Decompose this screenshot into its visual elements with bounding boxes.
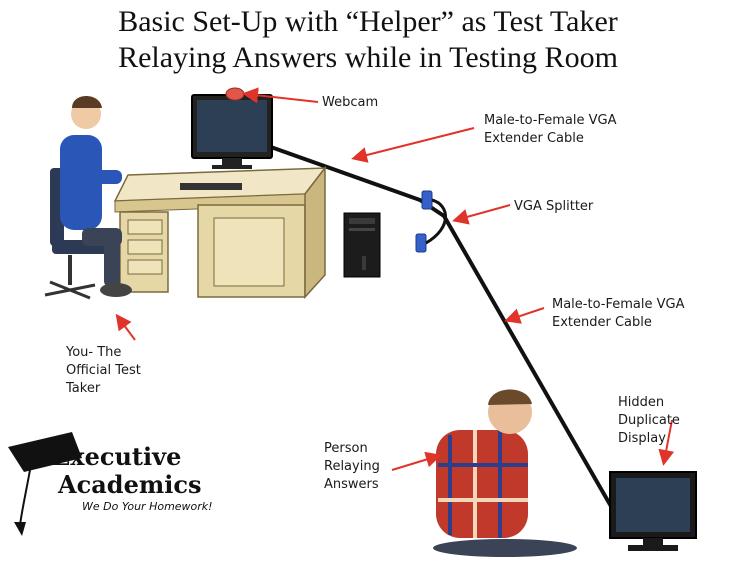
title-line-2: Relaying Answers while in Testing Room (118, 41, 618, 74)
graduation-cap-icon (8, 432, 82, 536)
arrow-splitter (452, 204, 511, 225)
arrow-cable-top (351, 127, 475, 163)
label-cable-bottom-1: Male-to-Female VGA (552, 297, 685, 312)
label-taker-3: Taker (66, 381, 101, 396)
computer-tower (343, 212, 381, 278)
vga-splitter (415, 190, 447, 253)
monitor (191, 87, 273, 169)
arrow-webcam (242, 87, 319, 104)
hidden-display (609, 471, 697, 551)
label-display-1: Hidden (618, 395, 665, 410)
arrow-helper (391, 451, 442, 471)
test-taker-figure (44, 96, 132, 300)
logo-line-2: Academics (58, 470, 202, 499)
label-taker-1: You- The (66, 345, 122, 360)
label-person-1: Person (324, 441, 368, 456)
label-display-2: Duplicate (618, 413, 680, 428)
label-cable-top-1: Male-to-Female VGA (484, 113, 617, 128)
label-cable-top-2: Extender Cable (484, 131, 584, 146)
label-display-3: Display (618, 431, 666, 446)
label-taker-2: Official Test (66, 363, 141, 378)
title-line-1: Basic Set-Up with “Helper” as Test Taker (118, 5, 618, 38)
label-splitter: VGA Splitter (514, 199, 594, 214)
arrow-cable-bottom (504, 307, 545, 324)
webcam-icon (225, 87, 245, 101)
label-webcam: Webcam (322, 95, 379, 110)
logo-tagline: We Do Your Homework! (82, 500, 213, 513)
logo-line-1: Executive (52, 442, 182, 471)
label-cable-bottom-2: Extender Cable (552, 315, 652, 330)
arrow-test-taker (115, 313, 136, 341)
label-person-2: Relaying (324, 459, 380, 474)
keyboard (180, 183, 242, 190)
helper-figure (433, 389, 577, 557)
desk (113, 165, 327, 299)
arrow-display (658, 419, 675, 466)
label-person-3: Answers (324, 477, 379, 492)
